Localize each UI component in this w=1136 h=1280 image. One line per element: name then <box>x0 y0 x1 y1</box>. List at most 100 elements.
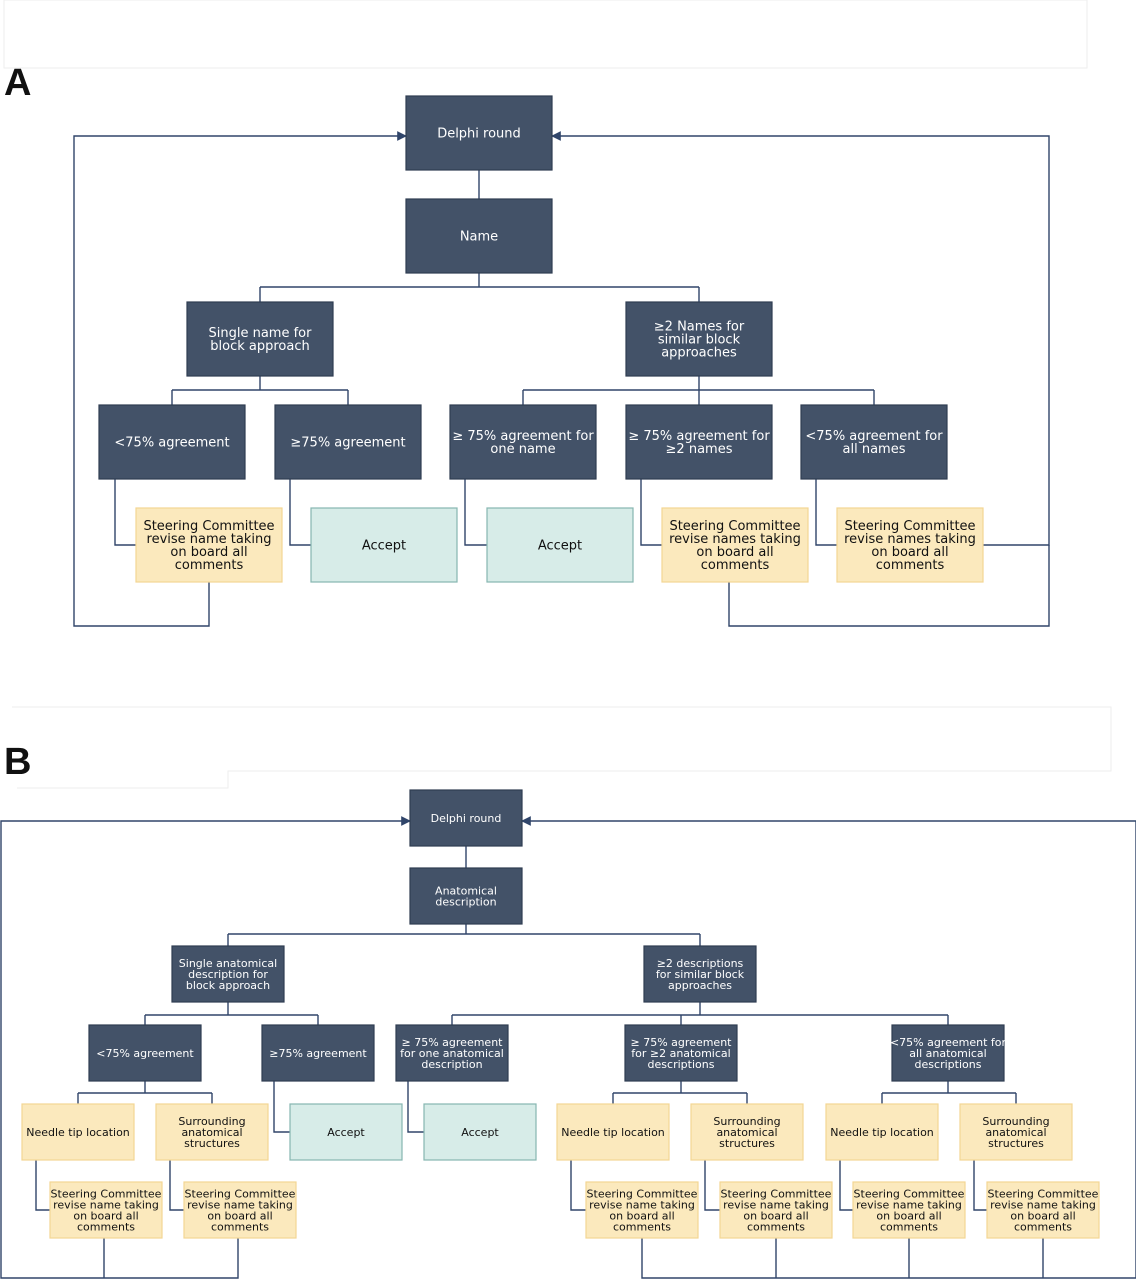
b-link-surr1-revise <box>169 1160 184 1211</box>
node-box <box>261 1024 375 1082</box>
node-label: <75% agreement <box>114 436 229 451</box>
panel-a-label: A <box>4 62 31 104</box>
node-box <box>310 507 458 583</box>
panel-b-faint-frame <box>12 706 1112 789</box>
node-box <box>891 1024 1005 1082</box>
node-box <box>395 1024 509 1082</box>
panel-b-node-needle-tip-1: Needle tip location <box>21 1103 135 1161</box>
node-box <box>661 507 809 583</box>
b-link-all-children <box>881 1081 1017 1104</box>
panel-a-node-ge75-multi-names: ≥ 75% agreement for≥2 names <box>625 404 773 480</box>
node-label: Needle tip location <box>26 1126 130 1139</box>
node-box <box>409 867 523 925</box>
node-box <box>585 1181 699 1239</box>
node-box <box>49 1181 163 1239</box>
panel-b-node-needle-tip-3: Needle tip location <box>825 1103 939 1161</box>
node-box <box>624 1024 738 1082</box>
panel-b-node-accept-2: Accept <box>423 1103 537 1161</box>
connectors <box>0 131 1136 1279</box>
node-label: Accept <box>362 539 406 554</box>
b-link-multi-children <box>612 1081 748 1104</box>
panel-a-node-delphi-round: Delphi round <box>405 95 553 171</box>
node-box <box>289 1103 403 1161</box>
node-box <box>423 1103 537 1161</box>
node-box <box>625 301 773 377</box>
node-label: Accept <box>538 539 582 554</box>
node-label: Delphi round <box>431 812 502 825</box>
a-feedback-left <box>73 131 407 627</box>
b-link-surr3-revise <box>973 1160 987 1211</box>
b-link-single-branches <box>144 1002 319 1025</box>
panel-a-node-accept-1: Accept <box>310 507 458 583</box>
b-link-ge75-accept <box>273 1081 290 1133</box>
b-link-multi-branches <box>451 1002 949 1025</box>
node-box <box>409 789 523 847</box>
panel-b-node-ge75-agreement: ≥75% agreement <box>261 1024 375 1082</box>
node-box <box>690 1103 804 1161</box>
node-label: Name <box>460 230 498 245</box>
panel-a-node-ge75-agreement: ≥75% agreement <box>274 404 422 480</box>
node-box <box>88 1024 202 1082</box>
node-box <box>556 1103 670 1161</box>
b-link-surr2-revise <box>704 1160 720 1211</box>
node-box <box>98 404 246 480</box>
node-box <box>405 95 553 171</box>
node-box <box>719 1181 833 1239</box>
panel-b-node-accept-1: Accept <box>289 1103 403 1161</box>
node-box <box>986 1181 1100 1239</box>
panel-a-node-name: Name <box>405 198 553 274</box>
panel-b-node-needle-tip-2: Needle tip location <box>556 1103 670 1161</box>
node-box <box>449 404 597 480</box>
a-link-single-branches <box>171 376 349 405</box>
node-box <box>274 404 422 480</box>
a-link-one-accept <box>464 479 487 546</box>
node-box <box>135 507 283 583</box>
node-label: Needle tip location <box>830 1126 934 1139</box>
b-link-lt75-children <box>77 1081 213 1104</box>
node-box <box>21 1103 135 1161</box>
node-box <box>836 507 984 583</box>
node-box <box>800 404 948 480</box>
node-box <box>959 1103 1073 1161</box>
b-link-needle2-revise <box>570 1160 586 1211</box>
a-link-name-branches <box>259 273 700 302</box>
a-link-all-revise <box>815 479 837 546</box>
b-link-needle1-revise <box>35 1160 50 1211</box>
panel-b-label: B <box>4 741 31 783</box>
panel-b-node-delphi-round: Delphi round <box>409 789 523 847</box>
node-label: Accept <box>327 1126 365 1139</box>
node-box <box>852 1181 966 1239</box>
node-label: <75% agreement <box>96 1047 194 1060</box>
panel-a-node-lt75-agreement: <75% agreement <box>98 404 246 480</box>
panel-b-node-lt75-agreement: <75% agreement <box>88 1024 202 1082</box>
